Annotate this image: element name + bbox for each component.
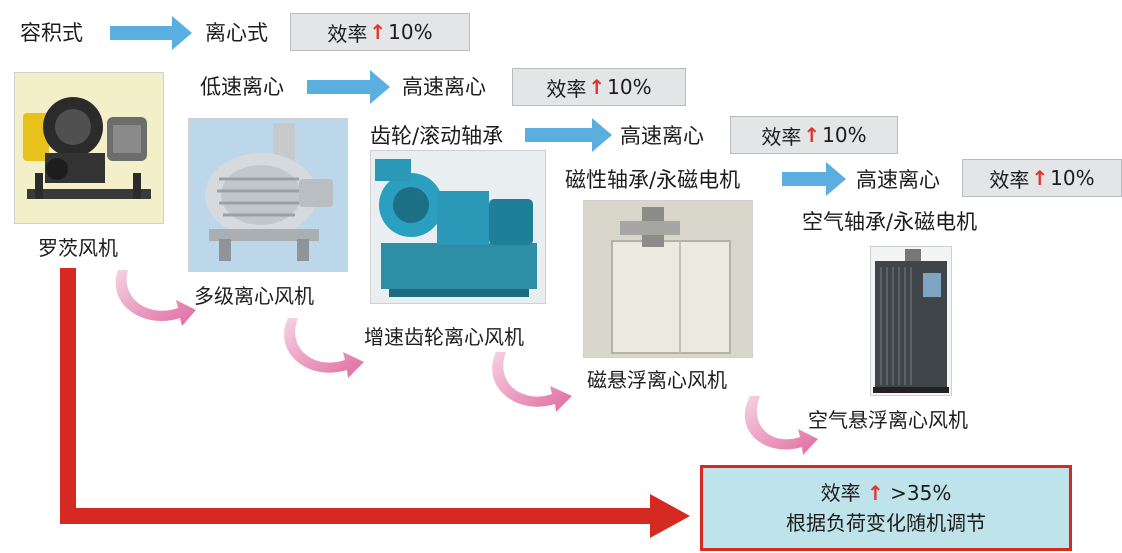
machine-name-multistage-centrifugal: 多级离心风机 [194, 284, 314, 308]
up-arrow-icon: ↑ [867, 481, 884, 505]
stage-3-to-label: 高速离心 [620, 124, 704, 148]
efficiency-label: 效率 [820, 481, 861, 505]
stage-3-from-label: 齿轮/滚动轴承 [370, 124, 504, 148]
machine-name-air-suspension: 空气悬浮离心风机 [808, 408, 968, 432]
machine-name-roots-blower: 罗茨风机 [38, 236, 118, 260]
pink-curve-arrow-2 [284, 318, 364, 378]
efficiency-gain: 10% [822, 123, 867, 147]
final-result-box: 效率 ↑ >35% 根据负荷变化随机调节 [700, 465, 1072, 551]
machine-name-gear-centrifugal: 增速齿轮离心风机 [364, 325, 524, 349]
efficiency-gain: 10% [388, 20, 433, 44]
multistage-centrifugal-blower-image [188, 118, 348, 272]
final-efficiency-gain: >35% [890, 481, 952, 505]
up-arrow-icon: ↑ [369, 20, 387, 44]
efficiency-label: 效率 [761, 124, 802, 149]
stage-1-from-label: 容积式 [20, 21, 83, 45]
efficiency-label: 效率 [327, 21, 368, 46]
blue-arrow-1 [110, 16, 192, 50]
blue-arrow-2 [307, 70, 390, 104]
stage-2-efficiency-box: 效率 ↑ 10% [512, 68, 686, 106]
pink-curve-arrow-4 [744, 396, 818, 455]
up-arrow-icon: ↑ [588, 75, 606, 99]
stage-1-to-label: 离心式 [205, 21, 268, 45]
blue-arrow-4 [782, 162, 846, 196]
stage-3-efficiency-box: 效率 ↑ 10% [730, 116, 898, 154]
stage-4-to-label: 高速离心 [856, 168, 940, 192]
blue-arrow-3 [525, 118, 612, 152]
stage-1-efficiency-box: 效率 ↑ 10% [290, 13, 470, 51]
stage-4-from-label: 磁性轴承/永磁电机 [565, 168, 741, 192]
efficiency-label: 效率 [989, 167, 1030, 192]
red-arrow [60, 268, 690, 538]
up-arrow-icon: ↑ [803, 123, 821, 147]
pink-curve-arrow-3 [492, 352, 572, 412]
magnetic-levitation-blower-image [583, 200, 753, 358]
efficiency-gain: 10% [607, 75, 652, 99]
up-arrow-icon: ↑ [1031, 166, 1049, 190]
final-description: 根据负荷变化随机调节 [786, 511, 986, 535]
final-efficiency-line: 效率 ↑ >35% [821, 478, 952, 508]
machine-name-magnetic-levitation: 磁悬浮离心风机 [587, 368, 727, 392]
efficiency-label: 效率 [546, 76, 587, 101]
stage-2-to-label: 高速离心 [402, 75, 486, 99]
stage-4-efficiency-box: 效率 ↑ 10% [962, 159, 1122, 197]
pink-curve-arrow-1 [115, 270, 196, 326]
air-suspension-blower-image [870, 246, 952, 396]
air-bearing-label: 空气轴承/永磁电机 [802, 210, 978, 234]
roots-blower-image [14, 72, 164, 224]
gear-centrifugal-blower-image [370, 150, 546, 304]
stage-2-from-label: 低速离心 [200, 75, 284, 99]
efficiency-gain: 10% [1050, 166, 1095, 190]
